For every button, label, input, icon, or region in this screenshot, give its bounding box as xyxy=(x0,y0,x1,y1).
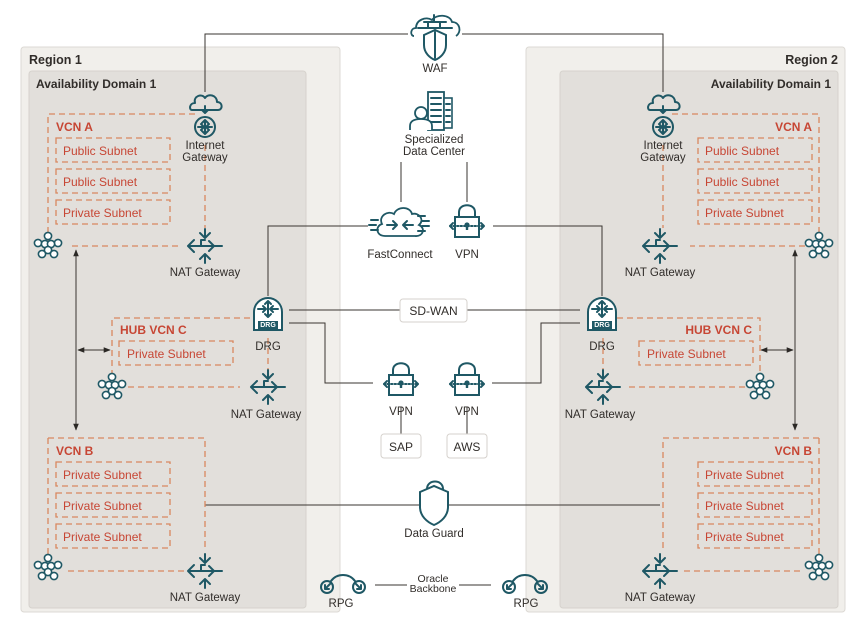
vcn-b-label: VCN B xyxy=(56,444,94,458)
subnet-label: Public Subnet xyxy=(63,144,138,158)
vpn-label: VPN xyxy=(455,249,479,261)
backbone-label-line2: Backbone xyxy=(410,583,457,595)
subnet-label: Private Subnet xyxy=(705,206,784,220)
internet-gateway-label-line2: Gateway xyxy=(182,152,228,164)
drg-label: DRG xyxy=(589,341,615,353)
ad-2-label: Availability Domain 1 xyxy=(711,77,832,91)
region-2-internet-gateway: Internet Gateway xyxy=(640,94,686,164)
data-center-label-line2: Data Center xyxy=(403,146,465,158)
region-1-nat-gateway-hub: NAT Gateway xyxy=(231,369,302,421)
aws-box[interactable]: AWS xyxy=(446,433,488,459)
vpn-lock-icon xyxy=(449,362,485,396)
subnet-label: Private Subnet xyxy=(647,347,726,361)
nat-gateway-label: NAT Gateway xyxy=(170,267,241,279)
subnet-label: Public Subnet xyxy=(63,175,138,189)
subnet-label: Private Subnet xyxy=(63,206,142,220)
region-2-drg: DRG DRG xyxy=(587,297,617,353)
region-1-hub-vcn: HUB VCN C Private Subnet xyxy=(111,317,269,388)
region-1-nat-gateway-a: NAT Gateway xyxy=(170,228,241,279)
fastconnect-icon xyxy=(368,207,430,237)
fastconnect: FastConnect xyxy=(367,207,433,261)
drg-badge: DRG xyxy=(594,322,610,329)
vcn-a-label: VCN A xyxy=(56,120,93,134)
internet-gateway-label-line2: Gateway xyxy=(640,152,686,164)
ad-1-label: Availability Domain 1 xyxy=(36,77,157,91)
specialized-data-center: Specialized Data Center xyxy=(403,91,465,158)
sdwan[interactable]: SD-WAN xyxy=(399,298,468,323)
nat-gateway-label: NAT Gateway xyxy=(231,409,302,421)
rpg-label: RPG xyxy=(514,598,539,610)
region-2-nat-gateway-hub: NAT Gateway xyxy=(565,369,636,421)
hub-vcn-label: HUB VCN C xyxy=(120,323,187,337)
drg-label: DRG xyxy=(255,341,281,353)
fastconnect-label: FastConnect xyxy=(367,249,433,261)
region-2-rpg: RPG xyxy=(502,574,548,610)
nat-gateway-label: NAT Gateway xyxy=(565,409,636,421)
backbone-label-line1: Oracle xyxy=(418,573,449,585)
data-center-label-line1: Specialized xyxy=(405,134,464,146)
sap-box[interactable]: SAP xyxy=(380,433,422,459)
connections xyxy=(73,33,798,586)
data-guard-label: Data Guard xyxy=(404,528,463,540)
region-1-vcn-a: VCN A Public Subnet Public Subnet Privat… xyxy=(47,113,206,247)
data-center-icon xyxy=(409,91,453,131)
vpn-label: VPN xyxy=(455,406,479,418)
subnet-label: Private Subnet xyxy=(705,499,784,513)
router-icon xyxy=(652,116,674,138)
region-2-nat-gateway-b: NAT Gateway xyxy=(625,553,696,604)
data-guard: Data Guard xyxy=(404,480,464,540)
nat-gateway-label: NAT Gateway xyxy=(625,267,696,279)
vpn-sap: VPN xyxy=(383,362,419,418)
rpg-label: RPG xyxy=(329,598,354,610)
subnet-label: Private Subnet xyxy=(127,347,206,361)
waf-label: WAF xyxy=(422,63,447,75)
region-1-nat-gateway-b: NAT Gateway xyxy=(170,553,241,604)
data-guard-icon xyxy=(419,480,449,527)
region-2: Region 2 Availability Domain 1 xyxy=(525,46,846,613)
region-2-label: Region 2 xyxy=(785,53,838,67)
vpn-lock-icon xyxy=(449,204,485,238)
waf: WAF xyxy=(410,14,461,75)
region-2-hub-vcn: HUB VCN C Private Subnet xyxy=(602,317,761,388)
subnet-label: Private Subnet xyxy=(705,468,784,482)
aws-label: AWS xyxy=(454,440,481,454)
oracle-backbone: Oracle Backbone xyxy=(410,573,457,595)
vpn-label: VPN xyxy=(389,406,413,418)
sdwan-label: SD-WAN xyxy=(409,304,457,318)
vpn-lock-icon xyxy=(383,362,419,396)
region-2-vcn-b: VCN B Private Subnet Private Subnet Priv… xyxy=(662,437,820,572)
router-icon xyxy=(194,116,216,138)
region-1-vcn-b: VCN B Private Subnet Private Subnet Priv… xyxy=(47,437,206,572)
vpn-aws: VPN xyxy=(449,362,485,418)
subnet-label: Public Subnet xyxy=(705,175,780,189)
region-1-drg: DRG DRG xyxy=(253,297,283,353)
region-2-nat-gateway-a: NAT Gateway xyxy=(625,228,696,279)
nat-gateway-label: NAT Gateway xyxy=(625,592,696,604)
nat-gateway-label: NAT Gateway xyxy=(170,592,241,604)
subnet-label: Public Subnet xyxy=(705,144,780,158)
region-1-label: Region 1 xyxy=(29,53,82,67)
internet-gateway-label-line1: Internet xyxy=(186,140,226,152)
vpn-top: VPN xyxy=(449,204,485,261)
vcn-a-label: VCN A xyxy=(775,120,812,134)
subnet-label: Private Subnet xyxy=(63,530,142,544)
vcn-b-label: VCN B xyxy=(775,444,813,458)
subnet-label: Private Subnet xyxy=(63,499,142,513)
drg-badge: DRG xyxy=(260,322,276,329)
region-1-internet-gateway: Internet Gateway xyxy=(182,94,228,164)
region-2-vcn-a: VCN A Public Subnet Public Subnet Privat… xyxy=(662,113,820,247)
region-1-rpg: RPG xyxy=(320,574,366,610)
hub-vcn-label: HUB VCN C xyxy=(685,323,752,337)
sap-label: SAP xyxy=(389,440,413,454)
subnet-label: Private Subnet xyxy=(63,468,142,482)
subnet-label: Private Subnet xyxy=(705,530,784,544)
waf-icon xyxy=(410,14,461,62)
internet-gateway-label-line1: Internet xyxy=(644,140,684,152)
region-1: Region 1 Availability Domain 1 xyxy=(20,46,341,613)
